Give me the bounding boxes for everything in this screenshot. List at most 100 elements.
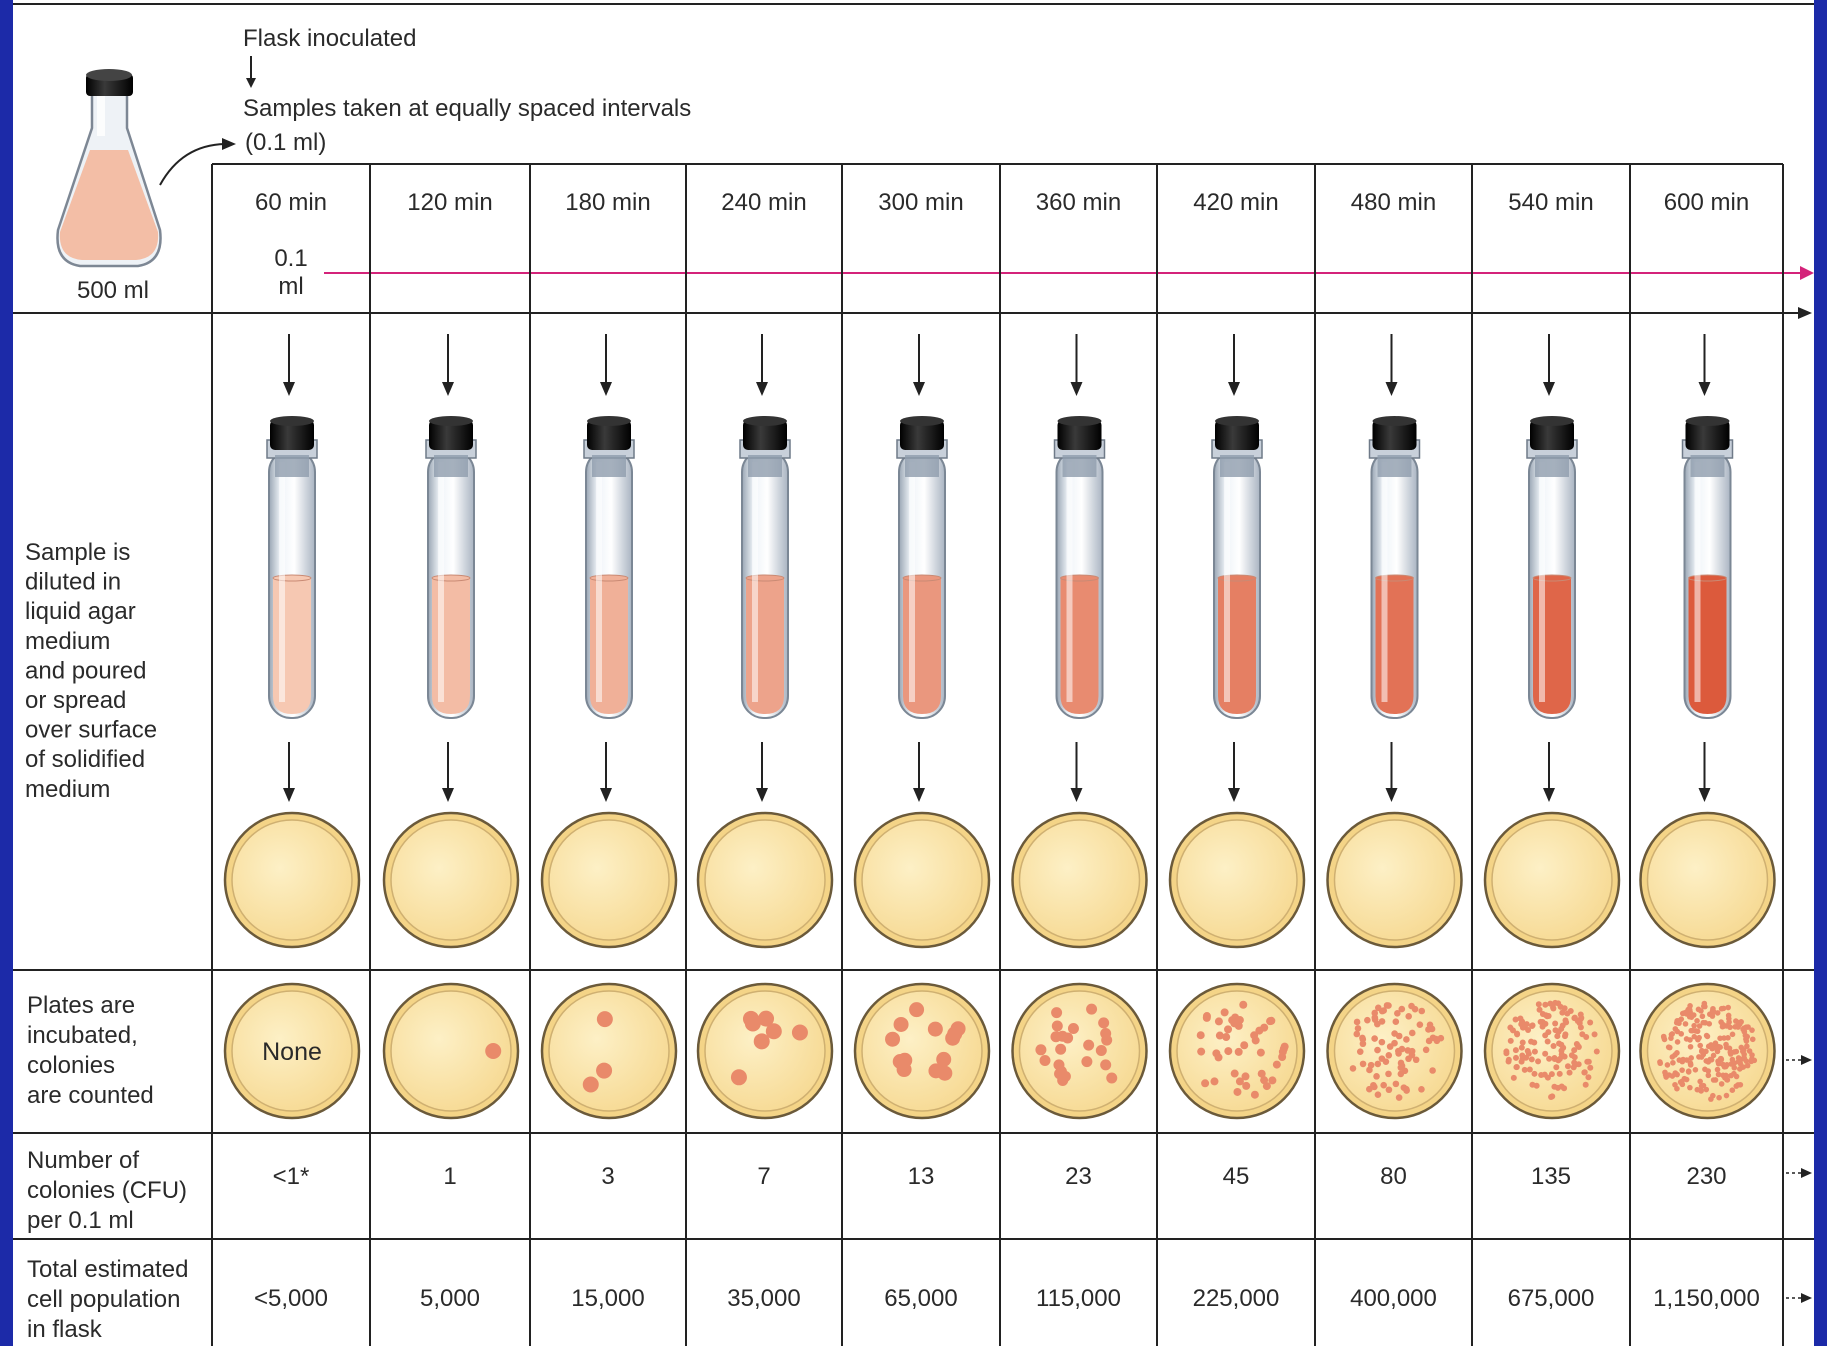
colony-dot	[1355, 1025, 1362, 1032]
down-arrow-icon	[1228, 334, 1240, 396]
colony-dot	[1548, 1094, 1554, 1100]
cfu-count-value: 45	[1223, 1163, 1250, 1190]
colony-dot	[1551, 1043, 1557, 1049]
colony-dot	[1522, 1067, 1528, 1073]
colony-dot	[1418, 1086, 1425, 1093]
colony-dot	[1665, 1062, 1671, 1068]
timepoint-label: 480 min	[1351, 189, 1436, 216]
colony-dot	[1724, 1077, 1730, 1083]
colony-dot	[1699, 1054, 1705, 1060]
colony-dot	[1273, 1061, 1281, 1069]
colony-dot	[1744, 1058, 1750, 1064]
population-value: 5,000	[420, 1285, 480, 1312]
colony-dot	[1551, 1084, 1557, 1090]
cfu-count-value: 1	[443, 1163, 456, 1190]
colony-dot	[1379, 1018, 1386, 1025]
colony-dot	[1268, 1076, 1276, 1084]
test-tube-icon	[1683, 416, 1733, 718]
colony-dot	[597, 1011, 613, 1027]
colony-dot	[1507, 1025, 1513, 1031]
timepoint-column: 300 min1365,000	[855, 189, 989, 1312]
incubated-row-label: are counted	[27, 1082, 154, 1109]
colony-dot	[1705, 1068, 1711, 1074]
colony-dot	[1584, 1059, 1590, 1065]
petri-plate-icon	[1328, 813, 1462, 947]
colony-dot	[1373, 1073, 1380, 1080]
colony-dot	[1578, 1012, 1584, 1018]
timepoint-label: 540 min	[1508, 189, 1593, 216]
incubated-row-label: incubated,	[27, 1022, 138, 1049]
colony-dot	[1417, 1021, 1424, 1028]
petri-plate-icon	[1641, 813, 1775, 947]
colony-dot	[1518, 1021, 1524, 1027]
colony-dot	[1215, 1017, 1223, 1025]
colony-dot	[1553, 1027, 1559, 1033]
colony-dot	[1240, 1041, 1248, 1049]
colony-dot	[1737, 1059, 1743, 1065]
colony-dot	[1531, 1071, 1537, 1077]
colony-dot	[1725, 1035, 1731, 1041]
petri-plate-icon	[1641, 984, 1775, 1118]
colony-dot	[1525, 1048, 1531, 1054]
colony-dot	[1688, 1028, 1694, 1034]
timepoint-label: 60 min	[255, 189, 327, 216]
timepoint-label: 300 min	[878, 189, 963, 216]
colony-dot	[945, 1031, 960, 1046]
colony-dot	[1675, 1039, 1681, 1045]
colony-dot	[1583, 1082, 1589, 1088]
colony-dot	[1409, 1048, 1416, 1055]
colony-dot	[1740, 1064, 1746, 1070]
colony-dot	[1676, 1018, 1682, 1024]
colony-dot	[1222, 1033, 1230, 1041]
colony-dot	[1733, 1083, 1739, 1089]
colony-dot	[1558, 1048, 1564, 1054]
colony-dot	[1716, 1095, 1722, 1101]
colony-dot	[1704, 1033, 1710, 1039]
row-labels: Sample isdiluted inliquid agarmediumand …	[25, 539, 188, 1343]
colony-dot	[1035, 1044, 1046, 1055]
colony-dot	[1536, 1001, 1542, 1007]
colony-dot	[1560, 1023, 1566, 1029]
colony-dot	[1524, 1021, 1530, 1027]
colony-dot	[1546, 1013, 1552, 1019]
colony-dot	[1683, 1021, 1689, 1027]
colony-dot	[1527, 1067, 1533, 1073]
petri-plate-icon	[855, 813, 989, 947]
right-arrow-icon	[1786, 1168, 1812, 1178]
colony-dot	[1710, 1093, 1716, 1099]
colony-dot	[731, 1069, 747, 1085]
colony-dot	[1529, 1082, 1535, 1088]
petri-plate-icon	[698, 984, 832, 1118]
colony-dot	[1553, 1064, 1559, 1070]
right-arrow-icon	[1798, 307, 1812, 319]
colony-dot	[1657, 1060, 1663, 1066]
petri-plate-icon: None	[225, 984, 359, 1118]
colony-dot	[1558, 1004, 1564, 1010]
colony-dot	[1252, 1036, 1260, 1044]
colony-dot	[1687, 1037, 1693, 1043]
colony-dot	[1506, 1058, 1512, 1064]
colony-dot	[1052, 1021, 1063, 1032]
colony-dot	[1372, 1014, 1379, 1021]
population-value: 675,000	[1508, 1285, 1595, 1312]
timepoint-column: 120 min15,000	[384, 189, 518, 1312]
colony-dot	[1555, 1057, 1561, 1063]
colony-dot	[1740, 1048, 1746, 1054]
colony-dot	[1672, 1082, 1678, 1088]
colony-dot	[1427, 1021, 1434, 1028]
colony-dot	[754, 1033, 770, 1049]
petri-plate-icon	[1013, 984, 1147, 1118]
colony-dot	[1537, 1007, 1543, 1013]
petri-plate-icon	[1170, 813, 1304, 947]
colony-dot	[1545, 1075, 1551, 1081]
colony-dot	[1096, 1045, 1107, 1056]
population-value: 65,000	[884, 1285, 957, 1312]
diluted-row-label: medium	[25, 776, 110, 803]
colony-dot	[1730, 1031, 1736, 1037]
down-arrow-icon	[1071, 742, 1083, 802]
colony-dot	[1375, 1091, 1382, 1098]
colony-dot	[1564, 1011, 1570, 1017]
colony-dot	[1721, 1006, 1727, 1012]
cfu-count-value: 23	[1065, 1163, 1092, 1190]
colony-dot	[1353, 1031, 1360, 1038]
